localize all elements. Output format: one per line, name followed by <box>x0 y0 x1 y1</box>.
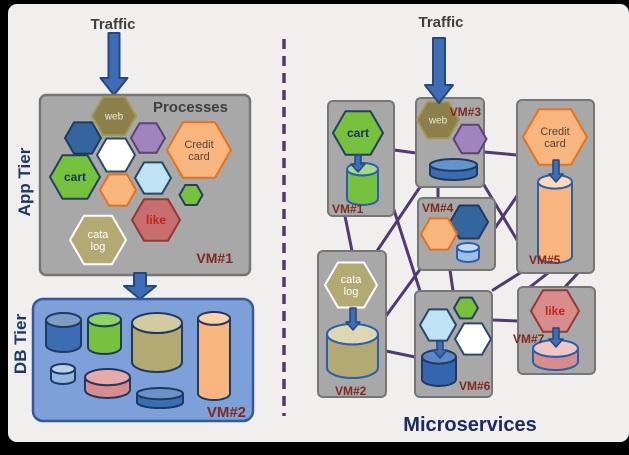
connection-line-1 <box>343 214 354 253</box>
vm6-hexagon-white <box>454 322 492 356</box>
vm-label-vm1: VM#1 <box>332 202 364 216</box>
vm4-hexagon-blue <box>449 204 489 240</box>
vm3-cylinder-top-blue-wide <box>429 158 478 172</box>
process-hexagon-purple <box>130 122 166 154</box>
vm-label-vm2: VM#2 <box>335 384 367 398</box>
vm-label-left-vm2: VM#2 <box>207 404 246 421</box>
vm-label-vm5: VM#5 <box>529 253 561 267</box>
process-hexagon-credit-card <box>166 121 232 179</box>
vm3-hexagon-purple <box>452 123 488 155</box>
microservices-title: Microservices <box>403 414 536 436</box>
vm1-hexagon-label-cart: cart <box>347 126 369 140</box>
db-cylinder-top-orange <box>197 311 231 326</box>
connection-line-9 <box>384 266 423 318</box>
vm3-hexagon-label-web: web <box>428 116 448 127</box>
vm-label-vm4: VM#4 <box>422 201 454 215</box>
vm4-hexagon-orange <box>420 217 458 251</box>
db-cylinder-top-tan <box>131 312 183 334</box>
vm6-link-arrow <box>432 340 448 359</box>
vm-label-left-vm1: VM#1 <box>196 250 233 266</box>
connection-line-10 <box>491 271 522 292</box>
db-cylinder-orange <box>197 318 231 401</box>
connection-line-8 <box>448 268 455 293</box>
connection-line-11 <box>528 271 550 289</box>
vm7-hexagon-label-like: like <box>545 304 565 318</box>
connection-line-3 <box>375 185 422 253</box>
traffic-label-right: Traffic <box>418 14 463 31</box>
vm2-hexagon-catalog <box>324 261 378 309</box>
vm7-link-arrow <box>548 327 564 348</box>
db-cylinder-top-pink <box>84 368 131 387</box>
process-hexagon-label-cart: cart <box>64 170 86 184</box>
vm5-cylinder-orange-tall <box>537 181 573 264</box>
process-hexagon-cart <box>49 154 101 200</box>
db-tier-label: DB Tier <box>11 314 30 375</box>
vm6-hexagon-green-small <box>453 296 479 320</box>
vm5-hexagon-credit-card <box>522 108 588 166</box>
vm3-hexagon-web <box>416 100 460 140</box>
connection-line-12 <box>563 271 580 289</box>
vm2-link-arrow <box>345 307 361 331</box>
traffic-arrow-right <box>424 37 454 104</box>
process-hexagon-like <box>131 198 181 242</box>
process-hexagon-label-like: like <box>146 213 166 227</box>
connection-line-7 <box>482 183 519 242</box>
db-cylinder-top-blue-flat <box>136 387 184 401</box>
connection-line-5 <box>482 150 519 157</box>
process-hexagon-green-small <box>178 184 204 206</box>
db-cylinder-top-blue <box>45 312 82 328</box>
connection-line-13 <box>490 318 520 323</box>
traffic-arrow-left <box>99 32 129 96</box>
vm1-hexagon-cart <box>332 110 384 156</box>
vm4-cylinder-top-lightblue-small <box>456 242 480 253</box>
process-hexagon-orange <box>99 173 137 207</box>
processes-title: Processes <box>153 99 228 116</box>
vm-label-vm6: VM#6 <box>459 379 491 393</box>
connection-line-6 <box>493 194 519 230</box>
process-hexagon-web <box>91 95 137 137</box>
process-hexagon-catalog <box>69 214 127 266</box>
app-tier-label: App Tier <box>15 147 34 216</box>
traffic-label-left: Traffic <box>90 16 135 33</box>
connection-line-14 <box>384 349 417 359</box>
db-cylinder-top-lightblue-small <box>50 363 76 375</box>
process-hexagon-label-web: web <box>104 112 124 123</box>
process-hexagon-lightblue <box>134 161 172 195</box>
vm5-link-arrow <box>548 159 564 183</box>
connection-line-0 <box>392 148 418 155</box>
process-hexagon-blue <box>64 121 102 155</box>
vm6-hexagon-lightblue <box>419 308 457 342</box>
vm-label-vm3: VM#3 <box>450 105 482 119</box>
vm1-link-arrow <box>350 154 366 173</box>
tier-arrow-left <box>123 272 157 300</box>
db-cylinder-top-green <box>87 312 122 328</box>
vm7-hexagon-like <box>530 289 580 333</box>
process-hexagon-white <box>96 137 136 173</box>
vm-label-vm7: VM#7 <box>513 332 545 346</box>
